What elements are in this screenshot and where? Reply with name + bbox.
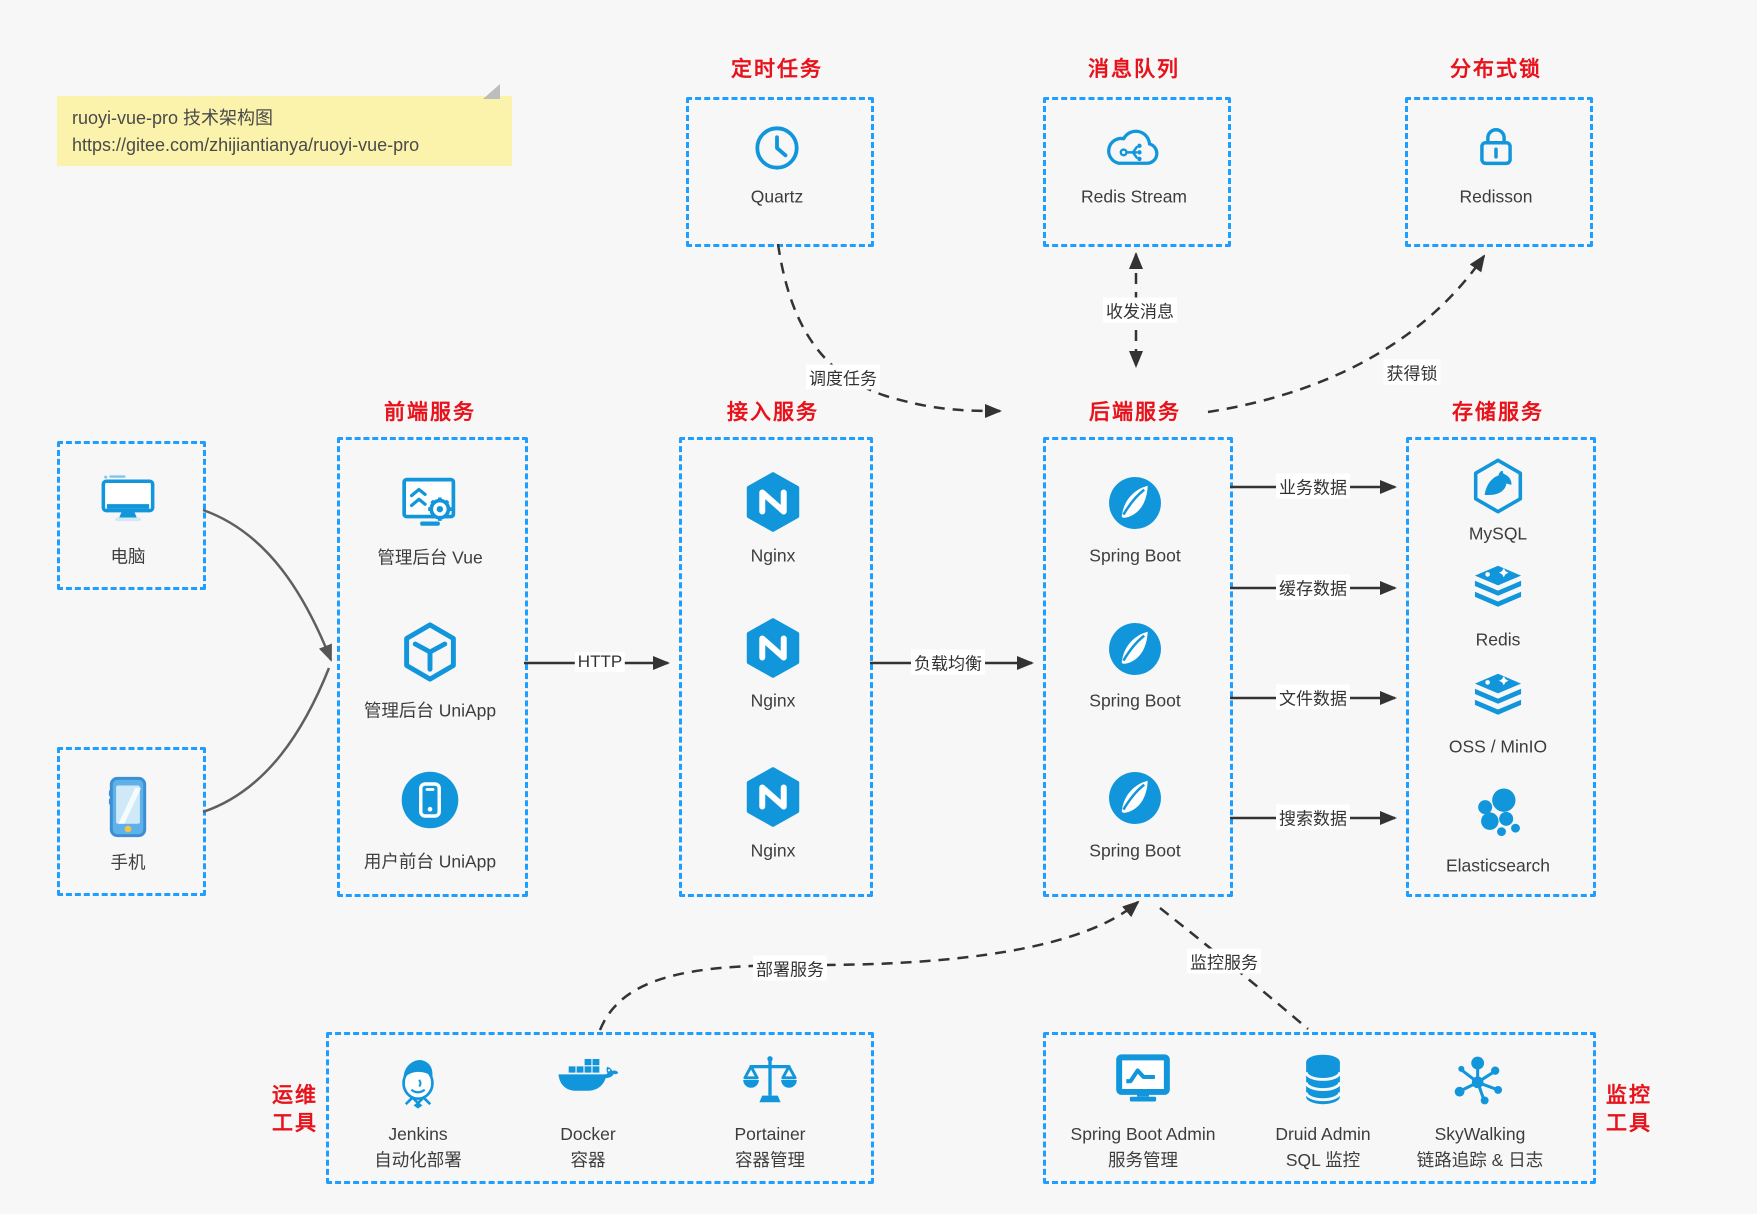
sticky-note: ruoyi-vue-pro 技术架构图 https://gitee.com/zh… — [57, 84, 512, 166]
computer-icon — [97, 473, 159, 527]
cloud-stream-icon — [1103, 124, 1165, 172]
group-box-lock — [1405, 97, 1593, 247]
title-frontend: 前端服务 — [384, 401, 476, 424]
group-box-mq — [1043, 97, 1231, 247]
spring-boot-label: Spring Boot — [1089, 840, 1181, 861]
title-scheduled-task: 定时任务 — [731, 58, 823, 81]
docker-icon — [555, 1055, 621, 1105]
mysql-icon — [1469, 457, 1527, 515]
label-http: HTTP — [574, 652, 626, 672]
druid-label: Druid Admin SQL 监控 — [1275, 1124, 1371, 1170]
nginx-icon — [742, 617, 804, 679]
group-box-monitor-tools — [1043, 1032, 1596, 1184]
title-storage: 存储服务 — [1452, 401, 1544, 424]
group-box-phone — [57, 747, 206, 896]
note-title: ruoyi-vue-pro 技术架构图 — [72, 108, 274, 128]
redis-stream-label: Redis Stream — [1080, 186, 1188, 207]
portainer-label: Portainer 容器管理 — [734, 1124, 806, 1170]
group-box-backend — [1043, 437, 1233, 897]
label-deploy-service: 部署服务 — [753, 955, 827, 981]
title-ops-tools: 运维 工具 — [272, 1084, 318, 1135]
skywalking-label: SkyWalking 链路追踪 & 日志 — [1416, 1124, 1544, 1170]
spring-boot-icon — [1105, 619, 1165, 679]
lock-icon — [1470, 119, 1522, 173]
uniapp-cube-icon — [398, 620, 462, 684]
title-distributed-lock: 分布式锁 — [1450, 58, 1542, 81]
redisson-label: Redisson — [1459, 186, 1533, 207]
redis-label: Redis — [1475, 629, 1521, 650]
spring-boot-icon — [1105, 768, 1165, 828]
admin-uniapp-label: 管理后台 UniApp — [363, 700, 497, 721]
label-send-receive-msg: 收发消息 — [1103, 297, 1177, 323]
spring-boot-label: Spring Boot — [1089, 545, 1181, 566]
label-schedule-task: 调度任务 — [806, 364, 880, 390]
nginx-icon — [742, 766, 804, 828]
title-monitor-tools: 监控 工具 — [1606, 1084, 1652, 1135]
label-business-data: 业务数据 — [1276, 473, 1350, 499]
nginx-icon — [742, 471, 804, 533]
group-box-gateway — [679, 437, 873, 897]
arrow-acquire-lock — [1207, 254, 1486, 414]
druid-icon — [1296, 1051, 1350, 1109]
label-monitor-service: 监控服务 — [1187, 948, 1261, 974]
spring-boot-admin-label: Spring Boot Admin 服务管理 — [1070, 1124, 1216, 1170]
elasticsearch-label: Elasticsearch — [1445, 855, 1551, 876]
title-backend: 后端服务 — [1089, 401, 1181, 424]
computer-label: 电脑 — [110, 546, 146, 567]
note-url: https://gitee.com/zhijiantianya/ruoyi-vu… — [72, 135, 420, 155]
label-load-balance: 负载均衡 — [911, 649, 985, 675]
arrow-deploy-service — [598, 900, 1140, 1031]
oss-minio-icon — [1468, 671, 1528, 725]
quartz-label: Quartz — [750, 186, 804, 207]
spring-boot-label: Spring Boot — [1089, 690, 1181, 711]
title-message-queue: 消息队列 — [1088, 58, 1180, 81]
label-acquire-lock: 获得锁 — [1383, 359, 1441, 385]
spring-boot-admin-icon — [1112, 1051, 1174, 1109]
user-uniapp-icon — [398, 768, 462, 832]
arrow-computer-to-frontend — [202, 508, 333, 662]
admin-vue-label: 管理后台 Vue — [377, 547, 483, 568]
nginx-label: Nginx — [750, 545, 796, 566]
skywalking-icon — [1452, 1052, 1508, 1108]
mysql-label: MySQL — [1468, 523, 1528, 544]
oss-minio-label: OSS / MinIO — [1448, 736, 1548, 757]
label-cache-data: 缓存数据 — [1276, 574, 1350, 600]
group-box-quartz — [686, 97, 874, 247]
phone-icon — [104, 776, 152, 838]
nginx-label: Nginx — [750, 840, 796, 861]
phone-label: 手机 — [110, 852, 146, 873]
note-fold-corner — [483, 84, 500, 99]
redis-icon — [1468, 563, 1528, 617]
arrow-phone-to-frontend — [202, 667, 331, 814]
elasticsearch-icon — [1470, 785, 1526, 841]
admin-vue-icon — [398, 471, 462, 535]
label-search-data: 搜索数据 — [1276, 804, 1350, 830]
group-box-computer — [57, 441, 206, 590]
clock-icon — [750, 121, 804, 175]
group-box-storage — [1406, 437, 1596, 897]
label-file-data: 文件数据 — [1276, 684, 1350, 710]
user-uniapp-label: 用户前台 UniApp — [363, 851, 497, 872]
docker-label: Docker 容器 — [560, 1124, 616, 1170]
spring-boot-icon — [1105, 473, 1165, 533]
group-box-frontend — [337, 437, 528, 897]
nginx-label: Nginx — [750, 690, 796, 711]
portainer-icon — [741, 1052, 799, 1108]
jenkins-icon — [389, 1052, 447, 1112]
title-gateway: 接入服务 — [727, 401, 819, 424]
group-box-ops-tools — [326, 1032, 874, 1184]
jenkins-label: Jenkins 自动化部署 — [374, 1124, 462, 1170]
